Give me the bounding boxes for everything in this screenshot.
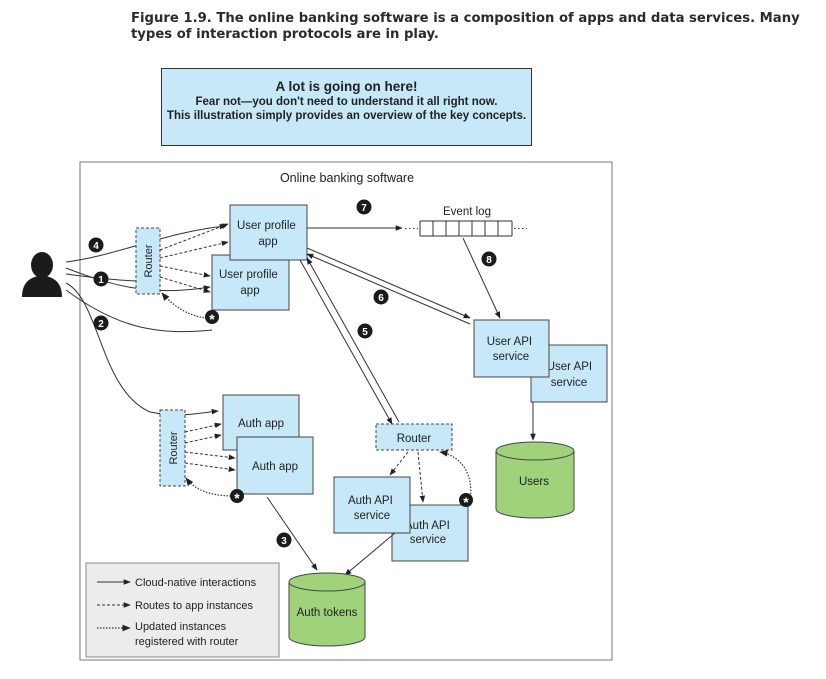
route-router-to-profile-2 [159,265,211,278]
registration-auth-api [439,450,472,501]
svg-text:*: * [463,494,469,510]
registration-top [161,292,211,319]
flow-event-log-to-user-api [462,237,501,319]
svg-text:7: 7 [361,203,367,214]
flow-profile-to-user-api-b [306,253,471,325]
step-marker-3: 3 [276,532,292,548]
router-bottom [159,409,186,487]
notice-box: A lot is going on here! Fear not—you don… [161,68,532,146]
step-marker-5: 5 [357,323,373,339]
user-profile-app-1 [229,204,308,261]
svg-text:5: 5 [362,327,368,338]
auth-app-2 [236,436,314,495]
legend-updated: Updated instances registered with router [135,621,239,648]
auth-tokens-label: Auth tokens [297,607,358,619]
auth-api-service-1-label: Auth API service [348,495,396,522]
flow-user-to-auth-app-2 [65,289,213,333]
user-api-service-1 [473,319,550,378]
step-marker-2: 2 [93,315,109,331]
legend-box [85,562,280,658]
flow-profile-to-router-b [306,257,400,423]
event-log [405,220,527,237]
svg-text:*: * [234,490,240,506]
user-icon [22,252,62,297]
legend-routes: Routes to app instances [135,600,254,612]
svg-text:*: * [209,311,215,327]
route-router-to-profile-2b [159,276,211,293]
step-marker-8: 8 [481,251,497,267]
svg-text:1: 1 [98,275,104,286]
route-router-to-auth-2b [184,462,236,472]
svg-text:6: 6 [378,293,384,304]
user-api-service-1-label: User API service [487,336,536,363]
step-marker-4: 4 [88,237,104,253]
step-marker-7: 7 [356,199,372,215]
svg-text:4: 4 [93,241,99,252]
registration-auth [185,477,235,497]
auth-app-2-label: Auth app [252,461,298,473]
svg-text:3: 3 [281,536,287,547]
legend-cloud-native: Cloud-native interactions [135,577,257,589]
notice-line-1: Fear not—you don't need to understand it… [195,96,498,108]
notice-line-2: This illustration simply provides an ove… [166,110,527,122]
route-router-to-auth-api-2 [417,451,426,503]
step-marker-1: 1 [93,271,109,287]
router-top [135,227,161,295]
svg-text:8: 8 [486,255,492,266]
container-title: Online banking software [280,171,414,185]
flow-auth-api-to-tokens [344,532,396,576]
user-profile-app-2 [211,254,290,311]
users-database [495,441,575,519]
router-middle-label: Router [397,433,432,445]
router-middle [375,423,453,451]
auth-tokens-database [288,572,366,647]
notice-heading: A lot is going on here! [275,79,418,94]
user-profile-app-1-label: User profile app [237,220,299,248]
event-log-label: Event log [443,206,491,218]
route-router-to-profile-1b [159,240,229,259]
route-router-to-auth-2 [184,451,236,461]
flow-user-to-auth-app [65,282,219,416]
svg-text:2: 2 [98,319,104,330]
instance-marker-auth: * [230,489,244,506]
route-router-to-auth-1b [184,433,222,444]
flow-profile-to-router-a [299,259,393,425]
router-bottom-label: Router [168,431,180,464]
router-top-label: Router [143,244,155,277]
flow-user-to-profile-app-2 [65,267,211,292]
figure-caption: Figure 1.9. The online banking software … [131,11,800,42]
flow-auth-app-to-tokens [266,496,318,571]
step-marker-6: 6 [373,289,389,305]
auth-app-1-label: Auth app [238,418,284,430]
auth-api-service-1 [333,476,411,534]
route-router-to-profile-1 [159,223,229,251]
user-api-service-2-label: User API service [547,361,596,389]
route-router-to-auth-1 [184,422,222,433]
user-profile-app-2-label: User profile app [219,269,281,297]
instance-marker-profile: * [205,310,219,327]
instance-marker-auth-api: * [459,493,473,510]
flow-profile-to-user-api-a [306,247,471,319]
users-db-label: Users [519,476,549,488]
auth-api-service-2-label: Auth API service [405,520,453,546]
